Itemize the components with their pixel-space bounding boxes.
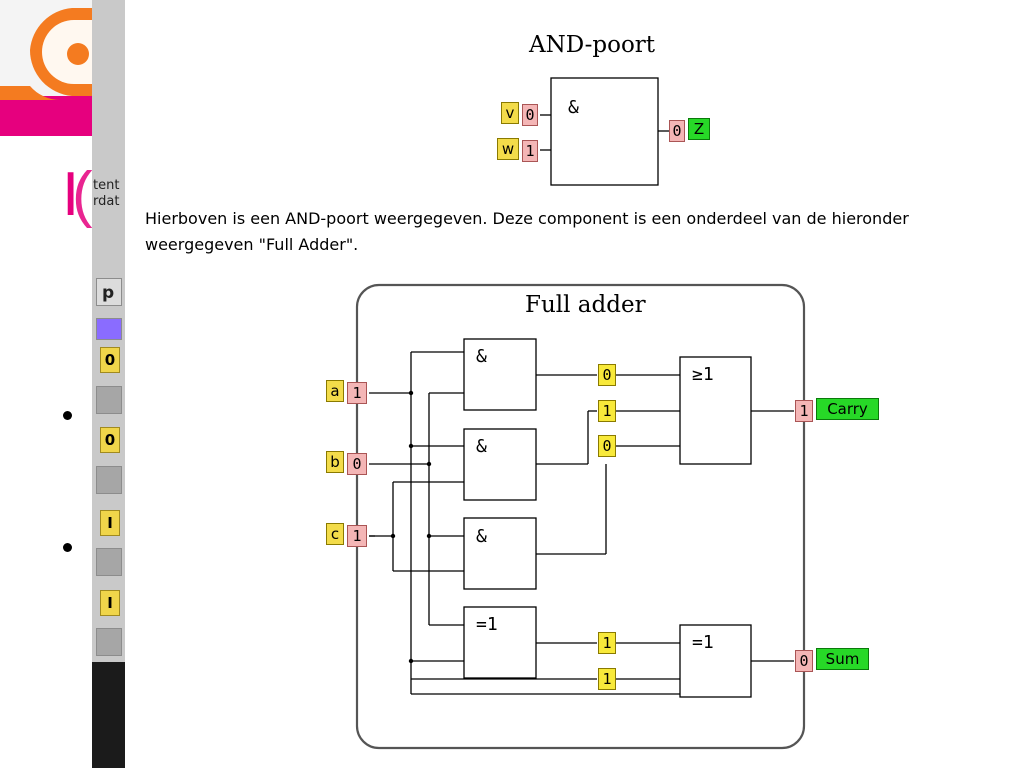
and-gate-2-symbol: & bbox=[476, 436, 487, 457]
and-input-label: w bbox=[497, 138, 519, 160]
fa-input-value: 1 bbox=[347, 382, 367, 404]
svg-text:(: ( bbox=[72, 160, 93, 229]
carry-output-label: Carry bbox=[816, 398, 879, 420]
slide-tile bbox=[96, 386, 122, 414]
and-input-label: v bbox=[501, 102, 519, 124]
fragment-text-2: rdat bbox=[93, 194, 120, 209]
and-gate-box bbox=[550, 77, 659, 186]
xor2-input-value: 1 bbox=[598, 632, 616, 654]
slide-tile bbox=[96, 548, 122, 576]
sum-output-label: Sum bbox=[816, 648, 869, 670]
xor2-input-value: 1 bbox=[598, 668, 616, 690]
slide-tile-value: 0 bbox=[100, 347, 120, 373]
xor-gate-2-box bbox=[679, 624, 752, 698]
and-gate-3-box bbox=[463, 517, 537, 590]
and-gate-1-symbol: & bbox=[476, 346, 487, 367]
and-gate-title: AND-poort bbox=[529, 32, 656, 58]
fa-input-label: c bbox=[326, 523, 344, 545]
slide-tile bbox=[96, 466, 122, 494]
or-input-value: 1 bbox=[598, 400, 616, 422]
or-gate-symbol: ≥1 bbox=[692, 364, 714, 385]
and-gate-symbol: & bbox=[568, 97, 579, 118]
background-slide-fragment: I ( tent rdat p 0 0 I I bbox=[0, 0, 125, 768]
or-input-value: 0 bbox=[598, 435, 616, 457]
full-adder-title: Full adder bbox=[525, 292, 646, 318]
slide-tile bbox=[96, 318, 122, 340]
and-gate-3-symbol: & bbox=[476, 526, 487, 547]
and-input-value: 1 bbox=[522, 140, 538, 162]
fa-input-label: b bbox=[326, 451, 344, 473]
and-output-label: Z bbox=[688, 118, 710, 140]
bullet-dot bbox=[63, 543, 72, 552]
svg-text:I: I bbox=[62, 160, 79, 229]
slide-tile-value: 0 bbox=[100, 427, 120, 453]
slide-tile bbox=[96, 628, 122, 656]
or-input-value: 0 bbox=[598, 364, 616, 386]
fa-input-value: 1 bbox=[347, 525, 367, 547]
fa-input-value: 0 bbox=[347, 453, 367, 475]
slide-tile-value: I bbox=[100, 510, 120, 536]
and-gate-2-box bbox=[463, 428, 537, 501]
or-gate-box bbox=[679, 356, 752, 465]
carry-output-value: 1 bbox=[795, 400, 813, 422]
slide-tile-value: I bbox=[100, 590, 120, 616]
xor-gate-1-symbol: =1 bbox=[476, 614, 498, 635]
sum-output-value: 0 bbox=[795, 650, 813, 672]
fa-input-label: a bbox=[326, 380, 344, 402]
xor-gate-2-symbol: =1 bbox=[692, 632, 714, 653]
slide-tile bbox=[96, 278, 122, 306]
and-output-value: 0 bbox=[669, 120, 685, 142]
xor-gate-1-box bbox=[463, 606, 537, 679]
full-adder-frame bbox=[355, 283, 806, 750]
and-input-value: 0 bbox=[522, 104, 538, 126]
slide-logo-graphic: I ( bbox=[0, 0, 95, 229]
bullet-dot bbox=[63, 411, 72, 420]
description-text: Hierboven is een AND-poort weergegeven. … bbox=[145, 209, 909, 254]
slide-tile-letter: p bbox=[102, 283, 115, 303]
fragment-text-1: tent bbox=[93, 178, 120, 193]
and-gate-1-box bbox=[463, 338, 537, 411]
